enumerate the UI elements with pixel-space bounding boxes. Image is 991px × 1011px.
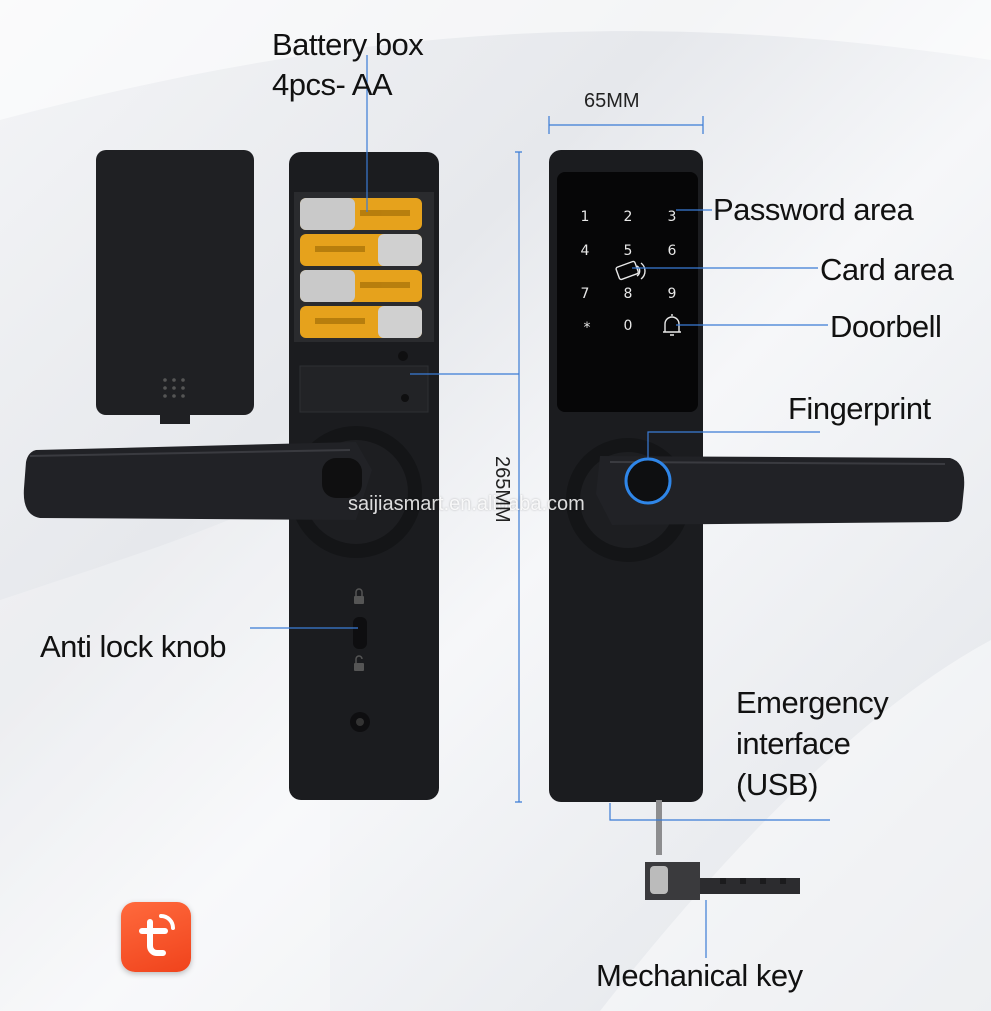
svg-text:9: 9 — [668, 286, 677, 302]
anti-lock-knob-label: Anti lock knob — [40, 629, 227, 664]
tuya-logo-icon — [121, 902, 191, 972]
svg-text:4: 4 — [581, 243, 590, 259]
emergency-label-line1: Emergency — [736, 685, 889, 720]
lock-icon — [354, 588, 364, 604]
keypad: 1 2 3 4 5 6 7 8 9 * 0 — [581, 209, 677, 336]
unlock-icon — [354, 655, 364, 671]
mechanical-key — [645, 800, 800, 900]
battery-box-label: Battery box — [272, 27, 424, 62]
doorbell-label: Doorbell — [830, 309, 942, 344]
battery-count-label: 4pcs- AA — [272, 67, 393, 102]
fingerprint-label: Fingerprint — [788, 391, 931, 426]
password-area-label: Password area — [713, 192, 914, 227]
width-dimension-label: 65MM — [584, 90, 640, 112]
card-area-label: Card area — [820, 252, 954, 287]
svg-text:3: 3 — [668, 209, 677, 225]
battery-cover — [96, 150, 254, 424]
mechanical-key-label: Mechanical key — [596, 958, 803, 993]
emergency-label-line3: (USB) — [736, 767, 818, 802]
svg-text:5: 5 — [624, 243, 633, 259]
svg-text:7: 7 — [581, 286, 590, 302]
front-lock-body: 1 2 3 4 5 6 7 8 9 * 0 — [549, 150, 965, 900]
svg-text:1: 1 — [581, 209, 590, 225]
svg-text:8: 8 — [624, 286, 633, 302]
svg-text:2: 2 — [624, 209, 633, 225]
svg-text:*: * — [584, 320, 591, 336]
svg-text:6: 6 — [668, 243, 677, 259]
card-icon — [615, 260, 646, 281]
emergency-label-line2: interface — [736, 726, 851, 761]
battery-pack — [300, 198, 422, 338]
back-lock-body — [23, 152, 439, 800]
watermark: saijiasmart.en.alibaba.com — [348, 493, 585, 515]
bell-icon — [663, 314, 681, 336]
height-dimension-label: 265MM — [491, 456, 513, 523]
svg-text:0: 0 — [624, 318, 633, 334]
callout-lines — [250, 55, 830, 958]
